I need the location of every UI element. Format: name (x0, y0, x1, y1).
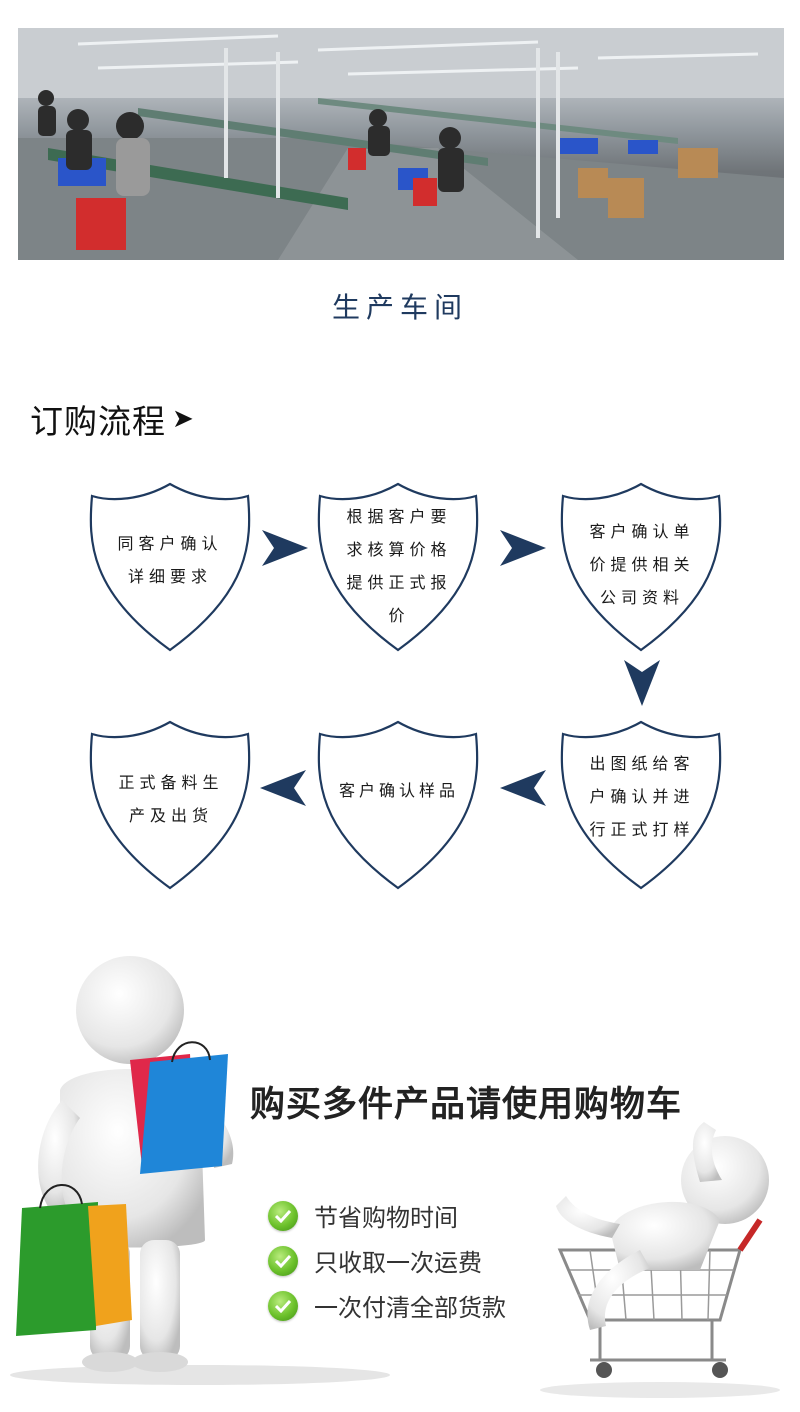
flow-arrow-left-icon (260, 770, 306, 806)
check-icon (268, 1200, 298, 1231)
workshop-scene-graphic (18, 28, 784, 260)
step-1-text: 同客户确认详细要求 (100, 512, 240, 608)
check-icon (268, 1245, 298, 1276)
process-title-text: 订购流程 (30, 402, 166, 441)
step-2-line-1: 根据客户要 (346, 507, 452, 526)
step-6-line-2: 产及出货 (128, 806, 213, 825)
step-3-text: 客户确认单价提供相关公司资料 (571, 512, 713, 616)
workshop-caption: 生产车间 (331, 291, 468, 324)
step-6-text: 正式备料生产及出货 (100, 764, 242, 834)
step-6-line-1: 正式备料生 (118, 773, 224, 792)
step-4-line-1: 出图纸给客 (589, 753, 695, 773)
step-3-line-1: 客户确认单 (589, 521, 695, 541)
step-5-line-1: 客户确认样品 (338, 780, 459, 800)
title-arrow-icon: ➤ (172, 404, 195, 434)
step-5-text: 客户确认样品 (326, 772, 472, 808)
benefit-item: 一次付清全部货款 (268, 1288, 506, 1323)
cart-headline: 购买多件产品请使用购物车 (250, 1085, 683, 1125)
step-2-line-3: 提供正式报 (346, 573, 452, 592)
step-2-line-4: 价 (388, 606, 410, 625)
benefit-item: 节省购物时间 (268, 1198, 458, 1233)
step-4-text: 出图纸给客户确认并进行正式打样 (571, 744, 713, 848)
step-3-line-2: 价提供相关 (589, 554, 695, 574)
step-1-line-2: 详细要求 (127, 567, 212, 586)
flow-arrow-down-icon (624, 660, 660, 706)
check-icon (268, 1290, 298, 1321)
step-2-text: 根据客户要求核算价格提供正式报价 (328, 496, 470, 636)
benefit-text: 节省购物时间 (314, 1204, 458, 1232)
process-title: 订购流程 ➤ (30, 395, 195, 443)
step-1-line-1: 同客户确认 (117, 534, 223, 553)
shopping-bags-icon (16, 1041, 228, 1336)
benefit-text: 一次付清全部货款 (314, 1294, 506, 1322)
flow-arrow-right-icon (500, 530, 546, 566)
workshop-photo (18, 28, 784, 260)
cart-figure (556, 1122, 769, 1378)
step-3-line-3: 公司资料 (599, 587, 684, 607)
flow-arrow-left-icon (500, 770, 546, 806)
step-2-line-2: 求核算价格 (346, 540, 452, 559)
benefit-item: 只收取一次运费 (268, 1243, 482, 1278)
step-4-line-2: 户确认并进 (589, 786, 695, 806)
flow-arrow-right-icon (262, 530, 308, 566)
benefit-text: 只收取一次运费 (314, 1249, 482, 1277)
step-4-line-3: 行正式打样 (589, 819, 695, 839)
cart-banner-illustration (10, 956, 780, 1398)
